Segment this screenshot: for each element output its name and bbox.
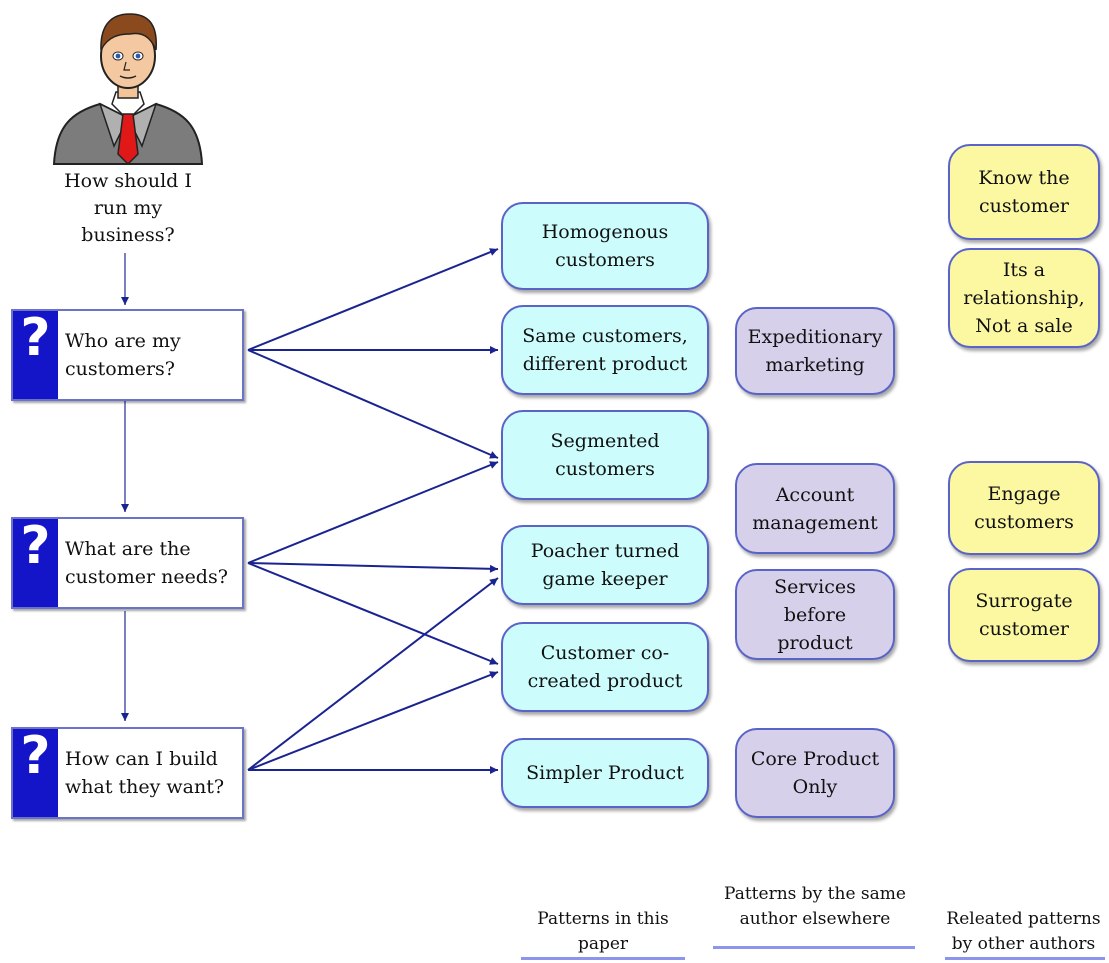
- arrow-q3-to-poacher: [247, 577, 499, 771]
- businessman-icon: [52, 13, 204, 166]
- pattern-services-before-product: Services before product: [735, 569, 895, 660]
- pattern-customer-co-created-product: Customer co- created product: [501, 622, 709, 712]
- arrow-q1-to-homogenous: [247, 248, 499, 351]
- question-box-who-are-my-customers: ? Who are my customers?: [11, 309, 244, 401]
- pattern-expeditionary-marketing: Expeditionary marketing: [735, 307, 895, 395]
- pattern-engage-customers: Engage customers: [948, 461, 1100, 555]
- pattern-same-customers-different-product: Same customers, different product: [501, 305, 709, 395]
- legend-related-patterns-other-authors: Releated patterns by other authors: [946, 909, 1101, 954]
- legend-patterns-same-author: Patterns by the same author elsewhere: [724, 884, 906, 929]
- arrow-q1-to-segmented: [247, 349, 499, 459]
- question-box-customer-needs: ? What are the customer needs?: [11, 517, 244, 609]
- pattern-segmented-customers: Segmented customers: [501, 410, 709, 500]
- arrow-q2-to-co-created: [247, 562, 499, 665]
- pattern-surrogate-customer: Surrogate customer: [948, 568, 1100, 662]
- question-mark-icon: ?: [13, 311, 58, 399]
- legend-line-other-authors: [945, 957, 1105, 960]
- legend-line-paper: [521, 957, 685, 960]
- pattern-poacher-turned-game-keeper: Poacher turned game keeper: [501, 525, 709, 605]
- arrow-q2-to-segmented: [247, 461, 499, 564]
- arrow-q2-to-poacher: [247, 562, 499, 573]
- root-question: How should I run my business?: [64, 170, 192, 246]
- legend-line-same-author: [713, 946, 915, 949]
- legend-patterns-in-this-paper: Patterns in this paper: [537, 909, 669, 954]
- question-label: What are the customer needs?: [65, 538, 228, 588]
- pattern-core-product-only: Core Product Only: [735, 728, 895, 818]
- question-label: Who are my customers?: [65, 330, 181, 380]
- pattern-its-a-relationship: Its a relationship, Not a sale: [948, 248, 1100, 348]
- arrow-q3-to-co-created: [247, 671, 499, 771]
- pattern-account-management: Account management: [735, 463, 895, 554]
- pattern-simpler-product: Simpler Product: [501, 738, 709, 808]
- question-mark-icon: ?: [13, 729, 58, 817]
- pattern-know-the-customer: Know the customer: [948, 144, 1100, 240]
- question-mark-icon: ?: [13, 519, 58, 607]
- pattern-homogenous-customers: Homogenous customers: [501, 202, 709, 290]
- question-box-build-what-they-want: ? How can I build what they want?: [11, 727, 244, 819]
- question-label: How can I build what they want?: [65, 748, 225, 798]
